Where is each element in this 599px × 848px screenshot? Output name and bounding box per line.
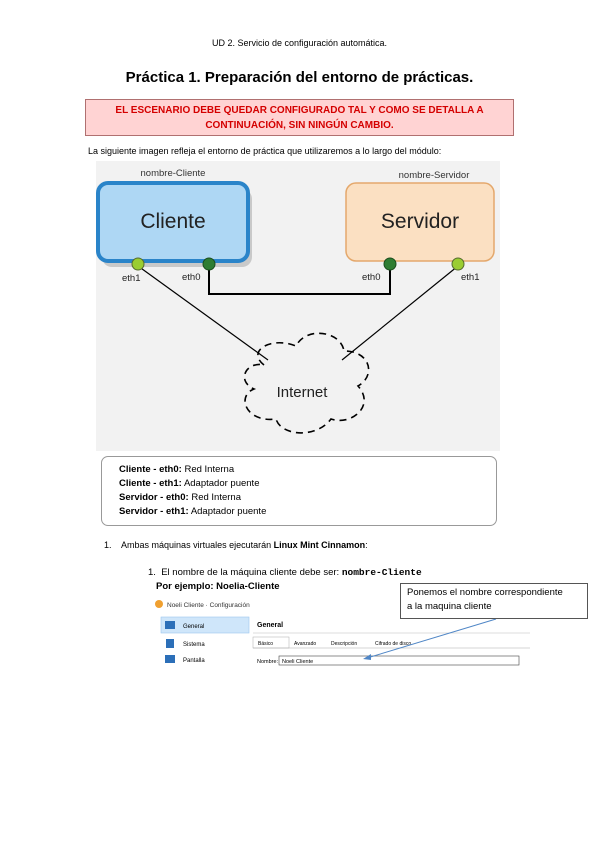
vbox-sidebar-selected bbox=[160, 616, 250, 634]
list-suffix: : bbox=[365, 540, 368, 550]
legend-value: Adaptador puente bbox=[190, 506, 267, 517]
legend-row: Cliente - eth0: Red Interna bbox=[119, 463, 496, 477]
vbox-tab-description[interactable]: Descripción bbox=[331, 641, 357, 647]
legend-value: Red Interna bbox=[184, 464, 235, 475]
page-title: Práctica 1. Preparación del entorno de p… bbox=[125, 69, 474, 86]
list-item-1-1: 1. El nombre de la máquina cliente debe … bbox=[148, 567, 422, 578]
server-eth1-port bbox=[451, 257, 465, 271]
client-label: Cliente bbox=[140, 210, 205, 233]
legend-key: Servidor - eth1: bbox=[119, 506, 189, 517]
callout-arrowhead bbox=[363, 654, 371, 660]
callout-box: Ponemos el nombre correspondiente a la m… bbox=[400, 583, 588, 619]
list-number: 1. bbox=[104, 540, 112, 550]
vbox-logo-icon bbox=[155, 600, 163, 608]
server-eth0-label: eth0 bbox=[362, 272, 381, 283]
callout-arrow bbox=[366, 618, 497, 659]
callout-line-2: a la maquina cliente bbox=[407, 601, 492, 612]
interface-legend: Cliente - eth0: Red Interna Cliente - et… bbox=[101, 456, 497, 526]
list-text: El nombre de la máquina cliente debe ser… bbox=[161, 567, 340, 578]
warning-box: EL ESCENARIO DEBE QUEDAR CONFIGURADO TAL… bbox=[85, 99, 514, 136]
warning-line-1: EL ESCENARIO DEBE QUEDAR CONFIGURADO TAL… bbox=[115, 105, 484, 116]
network-diagram: Cliente nombre-Cliente Servidor nombre-S… bbox=[96, 161, 500, 451]
legend-row: Servidor - eth1: Adaptador puente bbox=[119, 505, 496, 519]
legend-value: Red Interna bbox=[191, 492, 241, 503]
client-name-code: nombre-Cliente bbox=[341, 567, 422, 578]
vbox-window-title: Noeli Cliente · Configuración bbox=[167, 602, 250, 609]
internet-cloud bbox=[243, 332, 370, 434]
server-eth1-label: eth1 bbox=[461, 272, 480, 283]
page-header: UD 2. Servicio de configuración automáti… bbox=[211, 38, 388, 48]
example-text: Por ejemplo: Noelia-Cliente bbox=[156, 581, 280, 592]
legend-row: Cliente - eth1: Adaptador puente bbox=[119, 477, 496, 491]
display-icon bbox=[165, 655, 175, 663]
vbox-sidebar-item-general[interactable]: General bbox=[183, 624, 204, 630]
warning-line-2: CONTINUACIÓN, SIN NINGÚN CAMBIO. bbox=[205, 120, 394, 131]
client-box bbox=[96, 181, 250, 263]
legend-key: Servidor - eth0: bbox=[119, 492, 189, 503]
server-name: nombre-Servidor bbox=[399, 170, 470, 181]
server-internet-link bbox=[341, 265, 459, 361]
vbox-name-input[interactable] bbox=[278, 655, 520, 666]
vbox-name-value: Noeli Cliente bbox=[282, 659, 313, 665]
list-number: 1. bbox=[148, 567, 156, 578]
vbox-config-svg: Noeli Cliente · Configuración General Si… bbox=[155, 600, 530, 666]
vbox-tab-advanced[interactable]: Avanzado bbox=[294, 641, 316, 647]
list-item-1: 1. Ambas máquinas virtuales ejecutarán L… bbox=[104, 540, 368, 550]
vbox-section-title: General bbox=[257, 622, 283, 629]
legend-row: Servidor - eth0: Red Interna bbox=[119, 491, 496, 505]
vbox-tab-encryption[interactable]: Cifrado de disco bbox=[375, 641, 411, 647]
client-name: nombre-Cliente bbox=[141, 168, 206, 179]
general-icon bbox=[165, 621, 175, 629]
internal-network-link bbox=[208, 264, 391, 295]
server-label: Servidor bbox=[381, 210, 459, 233]
list-bold-text: Linux Mint Cinnamon bbox=[273, 540, 366, 550]
server-box bbox=[345, 182, 495, 262]
vbox-sidebar-item-system[interactable]: Sistema bbox=[183, 642, 205, 648]
client-eth0-port bbox=[202, 257, 216, 271]
client-eth1-label: eth1 bbox=[122, 273, 141, 284]
network-diagram-svg: Cliente nombre-Cliente Servidor nombre-S… bbox=[96, 168, 495, 434]
client-internet-link bbox=[137, 265, 269, 361]
callout-line-1: Ponemos el nombre correspondiente bbox=[407, 587, 563, 598]
system-icon bbox=[166, 639, 174, 648]
server-eth0-port bbox=[383, 257, 397, 271]
client-eth0-label: eth0 bbox=[182, 272, 201, 283]
legend-key: Cliente - eth0: bbox=[119, 464, 182, 475]
vbox-sidebar-item-display[interactable]: Pantalla bbox=[183, 658, 205, 664]
intro-text: La siguiente imagen refleja el entorno d… bbox=[88, 146, 442, 156]
vbox-tab-basic-label: Básico bbox=[258, 641, 273, 647]
legend-key: Cliente - eth1: bbox=[119, 478, 182, 489]
client-eth1-port bbox=[131, 257, 145, 271]
vbox-name-label: Nombre: bbox=[257, 659, 279, 665]
internet-label: Internet bbox=[277, 384, 329, 401]
legend-value: Adaptador puente bbox=[183, 478, 260, 489]
list-text: Ambas máquinas virtuales ejecutarán bbox=[121, 540, 272, 550]
